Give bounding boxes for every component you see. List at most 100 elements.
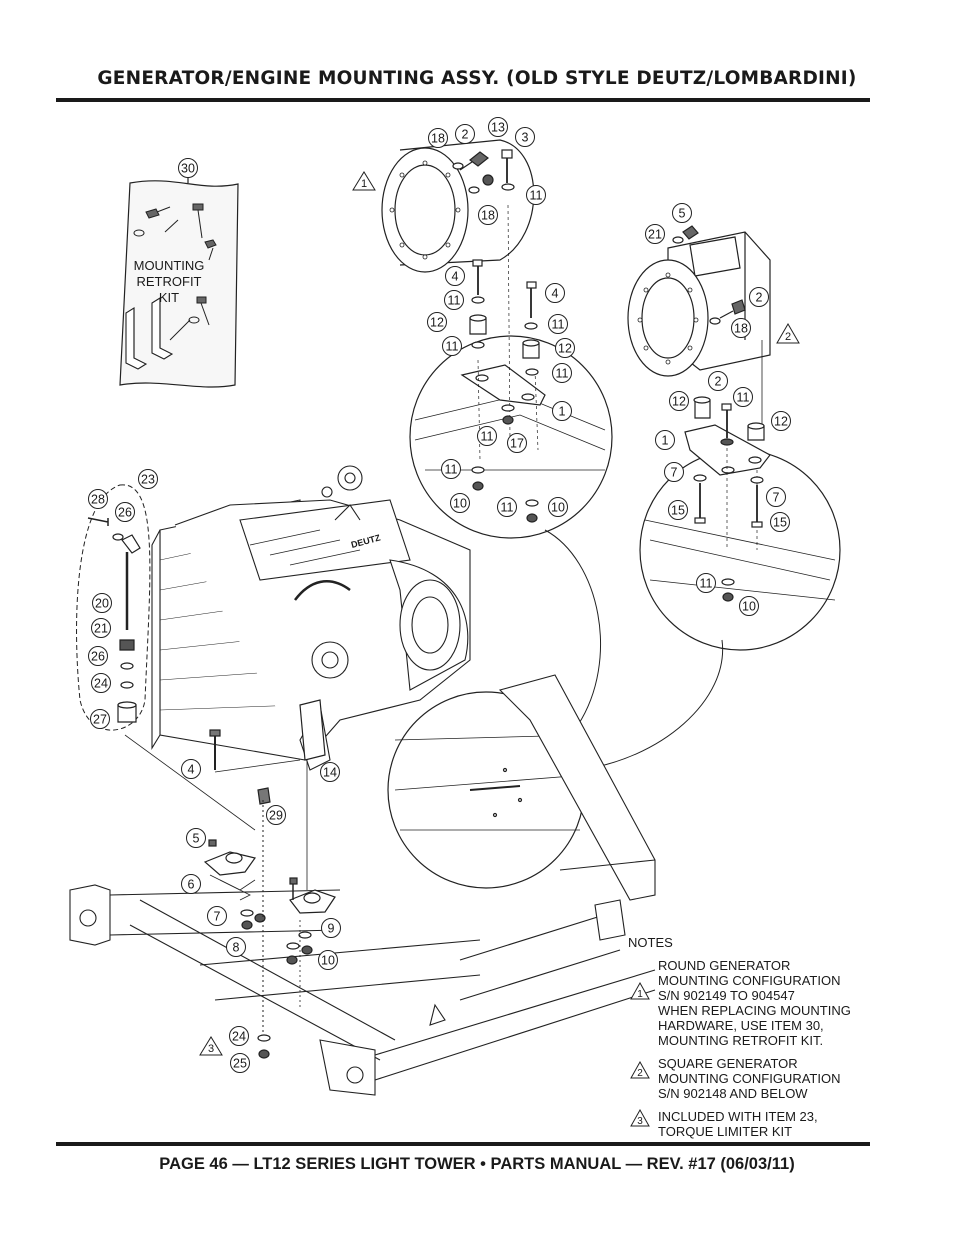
note-triangle-icon: 1	[630, 982, 650, 1000]
callout-bubble	[318, 950, 338, 970]
note-text-1: ROUND GENERATOR MOUNTING CONFIGURATION S…	[658, 958, 851, 1048]
callout-bubble	[444, 290, 464, 310]
callout-number: 11	[530, 189, 543, 203]
callout-bubble	[749, 287, 769, 307]
callout-bubble	[655, 430, 675, 450]
callout-bubble	[672, 203, 692, 223]
callout-bubble	[428, 128, 448, 148]
callout-number: 11	[501, 501, 514, 515]
callout-bubble	[669, 391, 689, 411]
callout-bubble	[664, 462, 684, 482]
trailer-frame	[69, 674, 656, 1096]
callout-bubble	[88, 489, 108, 509]
callout-number: 8	[233, 941, 240, 955]
callout-number: 24	[232, 1030, 246, 1044]
callout-bubble	[92, 593, 112, 613]
callout-number: 7	[773, 491, 780, 505]
svg-text:3: 3	[637, 1116, 643, 1127]
page-title: GENERATOR/ENGINE MOUNTING ASSY. (OLD STY…	[97, 68, 857, 89]
callout-number: 26	[91, 650, 105, 664]
detail-view-frame	[387, 529, 724, 889]
callout-bubble	[455, 124, 475, 144]
footer-rule	[56, 1142, 870, 1146]
callout-number: 10	[551, 501, 565, 515]
callout-bubble	[441, 459, 461, 479]
callout-number: 3	[522, 131, 529, 145]
callout-number: 7	[214, 910, 221, 924]
callout-number: 9	[328, 922, 335, 936]
callout-number: 15	[773, 516, 787, 530]
callout-bubble	[552, 401, 572, 421]
callout-bubble	[770, 512, 790, 532]
diagram-note-markers: 1 2 3	[199, 171, 800, 1056]
callout-number: 15	[671, 504, 685, 518]
kit-label-line-2: RETROFIT	[137, 274, 202, 289]
callout-bubble	[230, 1053, 250, 1073]
callout-number: 10	[453, 497, 467, 511]
callout-bubble	[731, 318, 751, 338]
callout-bubble	[696, 573, 716, 593]
callout-bubble	[91, 618, 111, 638]
callout-number: 7	[671, 466, 678, 480]
callout-bubble	[488, 117, 508, 137]
detail-view-square-mount	[639, 340, 841, 651]
callout-number: 12	[774, 415, 788, 429]
callout-bubble	[186, 828, 206, 848]
callout-number: 4	[552, 287, 559, 301]
notes-heading: NOTES	[628, 935, 673, 950]
torque-limiter-kit-group	[76, 484, 256, 831]
note-marker-2: 2	[785, 331, 791, 343]
callout-bubble	[181, 759, 201, 779]
kit-label-line-1: MOUNTING	[134, 258, 205, 273]
callout-bubble	[548, 314, 568, 334]
callout-number: 28	[91, 493, 105, 507]
callout-bubble	[88, 646, 108, 666]
callout-bubble	[548, 497, 568, 517]
callout-bubble	[515, 127, 535, 147]
callout-bubble	[708, 371, 728, 391]
callout-bubble	[321, 918, 341, 938]
callout-bubble	[645, 224, 665, 244]
note-triangle-icon: 3	[630, 1109, 650, 1127]
callout-bubble	[733, 387, 753, 407]
callout-number: 11	[448, 294, 461, 308]
callout-number: 29	[269, 809, 283, 823]
callout-bubble	[207, 906, 227, 926]
callout-number: 30	[181, 162, 195, 176]
callout-number: 1	[559, 405, 566, 419]
callout-bubble	[320, 762, 340, 782]
callout-number: 18	[734, 322, 748, 336]
callout-number: 25	[233, 1057, 247, 1071]
kit-bolt	[133, 203, 217, 341]
callout-bubble	[545, 283, 565, 303]
kit-brackets	[125, 297, 174, 370]
callout-bubble	[229, 1026, 249, 1046]
callout-number: 11	[481, 430, 494, 444]
callout-number: 27	[93, 713, 107, 727]
callout-number: 11	[556, 367, 569, 381]
round-mount-hardware	[452, 149, 540, 523]
callout-bubble	[266, 805, 286, 825]
callout-number: 23	[141, 473, 155, 487]
notes-panel: NOTES 1 ROUND GENERATOR MOUNTING CONFIGU…	[628, 935, 878, 1147]
callout-bubble	[739, 596, 759, 616]
callout-number: 12	[430, 316, 444, 330]
kit-label-line-3: KIT	[159, 290, 179, 305]
callout-bubble	[507, 433, 527, 453]
callout-number: 14	[323, 766, 337, 780]
note-triangle-icon: 2	[630, 1061, 650, 1079]
callout-number: 20	[95, 597, 109, 611]
header-rule	[56, 98, 870, 102]
callout-bubble	[138, 469, 158, 489]
page-footer: PAGE 46 — LT12 SERIES LIGHT TOWER • PART…	[159, 1155, 795, 1173]
callout-bubble	[771, 411, 791, 431]
callout-bubble	[427, 312, 447, 332]
note-marker-3: 3	[208, 1043, 214, 1055]
callout-number: 5	[193, 832, 200, 846]
lower-engine-mounts	[203, 699, 336, 1059]
callout-number: 21	[94, 622, 108, 636]
note-text-2: SQUARE GENERATOR MOUNTING CONFIGURATION …	[658, 1056, 841, 1101]
callout-number: 11	[700, 577, 713, 591]
callout-bubble	[526, 185, 546, 205]
